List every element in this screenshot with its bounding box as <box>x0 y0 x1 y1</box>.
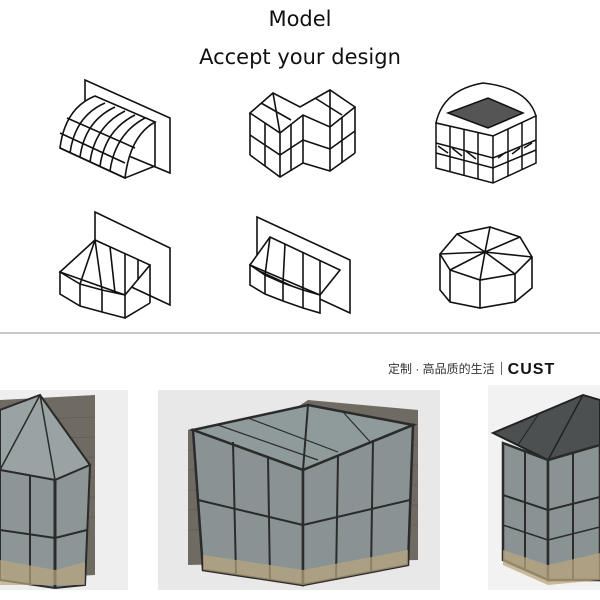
corner-sunroom-photo <box>488 385 600 590</box>
custom-banner: 定制 · 高品质的生活 CUST <box>388 360 600 380</box>
model-heading: Model <box>268 7 332 31</box>
banner-separator <box>500 362 502 375</box>
banner-english-text: CUST <box>507 361 556 378</box>
hip-roof-lean-to-model <box>50 210 175 320</box>
bay-sunroom-photo <box>0 390 128 590</box>
angled-lean-to-model <box>245 215 355 315</box>
arched-lean-to-model <box>55 78 175 188</box>
domed-roof-model <box>428 78 543 188</box>
l-shaped-model <box>245 85 360 180</box>
banner-chinese-text: 定制 · 高品质的生活 <box>388 362 495 376</box>
accept-design-heading: Accept your design <box>199 45 401 69</box>
section-divider <box>0 332 600 334</box>
l-shaped-sunroom-photo <box>158 390 440 590</box>
octagonal-model <box>435 222 535 312</box>
